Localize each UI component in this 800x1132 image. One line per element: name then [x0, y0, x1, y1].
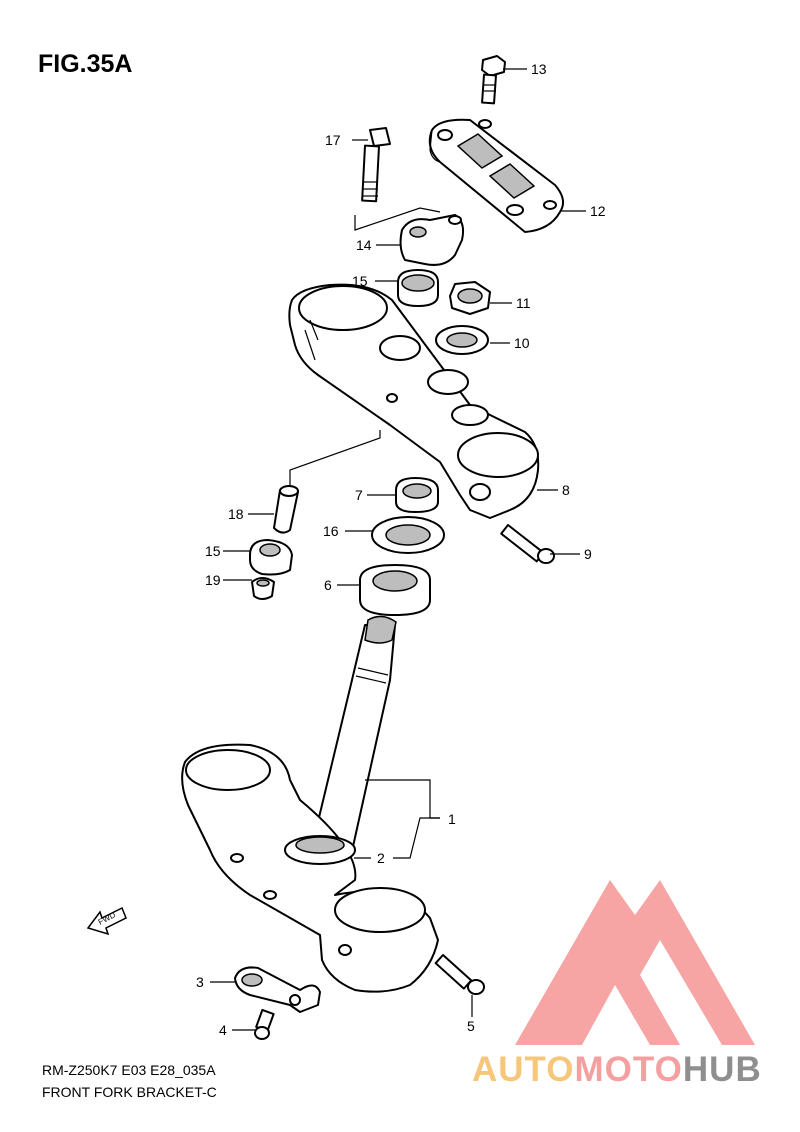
callout-15: 15: [205, 543, 221, 559]
watermark-auto: AUTO: [472, 1050, 575, 1089]
part-6-bearing: [359, 564, 431, 616]
part-18-sleeve: [273, 485, 299, 534]
callout-7: 7: [355, 487, 363, 503]
callout-12: 12: [590, 203, 606, 219]
figure-caption: FRONT FORK BRACKET-C: [42, 1084, 217, 1100]
figure-title: FIG.35A: [38, 50, 133, 78]
alignment-line: [289, 430, 381, 485]
callout-leaders: [210, 68, 586, 1031]
callout-17: 17: [325, 132, 341, 148]
callout-18: 18: [228, 506, 244, 522]
callout-9: 9: [584, 546, 592, 562]
part-15-cushion-lower: [249, 539, 293, 576]
part-5-bolt: [434, 954, 485, 995]
callout-11: 11: [516, 295, 531, 311]
alignment-line: [354, 207, 441, 231]
callout-13: 13: [531, 61, 547, 77]
part-8-upper-bracket: [288, 283, 540, 519]
callout-3: 3: [196, 974, 204, 990]
part-16-washer: [371, 516, 445, 554]
callout-16: 16: [323, 523, 339, 539]
callout-4: 4: [219, 1022, 227, 1038]
callout-2: 2: [377, 850, 385, 866]
callout-10: 10: [514, 335, 530, 351]
part-4-bolt: [254, 1008, 275, 1040]
part-14-handlebar-holder: [399, 214, 465, 266]
part-3-clamp: [234, 966, 321, 1013]
callout-14: 14: [356, 237, 372, 253]
callout-8: 8: [562, 482, 570, 498]
part-17-bolt: [361, 127, 391, 203]
part-9-bolt: [500, 524, 555, 564]
watermark-logo: [515, 880, 755, 1045]
figure-code: RM-Z250K7 E03 E28_035A: [42, 1062, 216, 1078]
watermark-moto: MOTO: [574, 1050, 683, 1089]
callout-5: 5: [467, 1018, 475, 1034]
callout-6: 6: [324, 577, 332, 593]
part-10-washer: [435, 325, 489, 355]
part-12-handlebar-holder: [428, 118, 565, 233]
part-15-cushion-upper: [397, 269, 439, 307]
part-11-nut: [449, 281, 491, 315]
part-19-collar: [251, 577, 275, 600]
part-7-locknut: [395, 477, 439, 513]
callout-19: 19: [205, 572, 221, 588]
callout-numbers: 1 2 3 4 5 6 7 8 9 10 11 12 13 14 15 15 1…: [196, 61, 606, 1038]
callout-15: 15: [352, 273, 368, 289]
fwd-arrow-icon: FWD: [86, 906, 127, 936]
callout-1: 1: [448, 811, 456, 827]
part-13-bolt: [481, 55, 506, 105]
part-1-lower-bracket: [181, 615, 439, 993]
watermark-hub: HUB: [682, 1050, 762, 1089]
watermark-wordmark: AUTOMOTOHUB: [472, 1050, 762, 1090]
